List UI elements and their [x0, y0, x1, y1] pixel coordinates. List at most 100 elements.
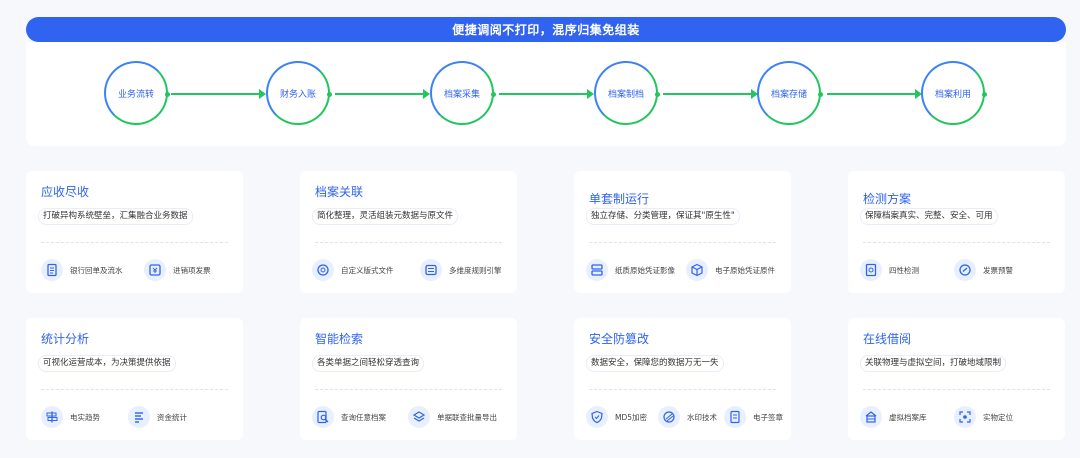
card-title: 应收尽收 — [41, 185, 90, 199]
search-file-icon — [312, 406, 334, 428]
seal-icon — [724, 406, 746, 428]
feature-item[interactable]: 电子原始凭证原件 — [686, 259, 775, 281]
flow-arrow-icon — [259, 89, 266, 99]
feature-label: 电子原始凭证原件 — [715, 265, 775, 275]
card-description: 保障档案真实、完整、安全、可用 — [860, 208, 998, 225]
step-label: 档案制档 — [607, 89, 644, 100]
inspection-icon — [860, 259, 882, 281]
flow-arrow-icon — [915, 89, 922, 99]
card-divider — [863, 242, 1050, 243]
feature-label: 银行回单及流水 — [70, 265, 123, 275]
feature-card-online-borrow[interactable]: 在线借阅 关联物理与虚拟空间，打破地域限制 虚拟档案库 实物定位 — [848, 318, 1065, 440]
banner-title: 便捷调阅不打印，混序归集免组装 — [452, 23, 640, 37]
feature-label: MD5加密 — [615, 412, 648, 422]
process-step-archive-make[interactable]: 档案制档 — [594, 61, 660, 125]
card-divider — [41, 242, 228, 243]
alert-icon — [954, 259, 976, 281]
process-step-archive-use[interactable]: 档案利用 — [921, 61, 987, 125]
card-title: 在线借阅 — [863, 332, 912, 346]
step-label: 财务入账 — [279, 89, 316, 100]
feature-item[interactable]: 银行回单及流水 — [41, 259, 123, 281]
process-step-archive-store[interactable]: 档案存储 — [757, 61, 823, 125]
locate-icon — [954, 406, 976, 428]
process-step-archive-collect[interactable]: 档案采集 — [430, 61, 496, 125]
feature-label: 纸质原始凭证影像 — [615, 265, 675, 275]
feature-label: 四性检测 — [889, 265, 919, 275]
feature-item[interactable]: 电子签章 — [724, 406, 783, 428]
feature-item[interactable]: 发票预警 — [954, 259, 1013, 281]
feature-item[interactable]: 多维度规则引擎 — [420, 259, 502, 281]
step-label: 业务流转 — [117, 89, 154, 100]
feature-item[interactable]: 进销项发票 — [144, 259, 211, 281]
flow-connector — [335, 93, 427, 95]
card-title: 档案关联 — [315, 185, 364, 199]
feature-item[interactable]: 自定义版式文件 — [312, 259, 394, 281]
feature-card-statistics[interactable]: 统计分析 可视化运营成本，为决策提供依据 电实趋势 资金统计 — [26, 318, 243, 440]
feature-item[interactable]: MD5加密 — [586, 406, 647, 428]
feature-label: 查询任意档案 — [341, 412, 386, 422]
layers-icon — [408, 406, 430, 428]
flow-connector — [663, 93, 755, 95]
card-description: 打破异构系统壁垒，汇集融合业务数据 — [38, 208, 193, 225]
feature-card-anti-tamper[interactable]: 安全防篡改 数据安全，保障您的数据万无一失 MD5加密 水印技术 电子签章 — [574, 318, 791, 440]
flow-arrow-icon — [587, 89, 594, 99]
feature-label: 水印技术 — [687, 412, 717, 422]
step-label: 档案采集 — [443, 89, 480, 100]
document-icon — [41, 259, 63, 281]
flow-connector — [171, 93, 263, 95]
shield-icon — [586, 406, 608, 428]
banner: 便捷调阅不打印，混序归集免组装 — [26, 17, 1066, 42]
process-step-business-flow[interactable]: 业务流转 — [104, 61, 170, 125]
invoice-icon — [144, 259, 166, 281]
feature-label: 发票预警 — [983, 265, 1013, 275]
flow-arrow-icon — [751, 89, 758, 99]
feature-item[interactable]: 电实趋势 — [41, 406, 100, 428]
card-description: 独立存储、分类管理，保证其"原生性" — [586, 208, 740, 225]
paper-image-icon — [586, 259, 608, 281]
feature-item[interactable]: 水印技术 — [658, 406, 717, 428]
feature-item[interactable]: 四性检测 — [860, 259, 919, 281]
feature-card-smart-search[interactable]: 智能检索 各类单据之间轻松穿透查询 查询任意档案 单据联查批量导出 — [300, 318, 517, 440]
step-label: 档案利用 — [934, 89, 971, 100]
card-divider — [589, 389, 776, 390]
card-description: 各类单据之间轻松穿透查询 — [312, 355, 425, 372]
card-title: 安全防篡改 — [589, 332, 650, 346]
process-step-finance-entry[interactable]: 财务入账 — [266, 61, 332, 125]
card-divider — [315, 242, 502, 243]
feature-card-archive-link[interactable]: 档案关联 简化整理，灵活组装元数据与原文件 自定义版式文件 多维度规则引擎 — [300, 171, 517, 293]
feature-label: 实物定位 — [983, 412, 1013, 422]
rules-engine-icon — [420, 259, 442, 281]
feature-item[interactable]: 资金统计 — [128, 406, 187, 428]
custom-format-icon — [312, 259, 334, 281]
feature-label: 电实趋势 — [70, 412, 100, 422]
statistics-icon — [128, 406, 150, 428]
feature-card-inspection[interactable]: 检测方案 保障档案真实、完整、安全、可用 四性检测 发票预警 — [848, 171, 1065, 293]
feature-card-collect-all[interactable]: 应收尽收 打破异构系统壁垒，汇集融合业务数据 银行回单及流水 进销项发票 — [26, 171, 243, 293]
feature-label: 资金统计 — [157, 412, 187, 422]
feature-item[interactable]: 虚拟档案库 — [860, 406, 927, 428]
archive-icon — [860, 406, 882, 428]
flow-arrow-icon — [423, 89, 430, 99]
signpost-icon — [41, 406, 63, 428]
card-description: 关联物理与虚拟空间，打破地域限制 — [860, 355, 1007, 372]
feature-item[interactable]: 纸质原始凭证影像 — [586, 259, 675, 281]
card-description: 数据安全，保障您的数据万无一失 — [586, 355, 724, 372]
card-title: 统计分析 — [41, 332, 90, 346]
flow-connector — [827, 93, 919, 95]
feature-label: 虚拟档案库 — [889, 412, 927, 422]
feature-label: 进销项发票 — [173, 265, 211, 275]
card-title: 单套制运行 — [589, 192, 650, 206]
card-description: 简化整理，灵活组装元数据与原文件 — [312, 208, 459, 225]
card-divider — [589, 242, 776, 243]
feature-item[interactable]: 单据联查批量导出 — [408, 406, 497, 428]
card-title: 智能检索 — [315, 332, 364, 346]
card-title: 检测方案 — [863, 192, 912, 206]
feature-label: 单据联查批量导出 — [437, 412, 497, 422]
feature-item[interactable]: 实物定位 — [954, 406, 1013, 428]
flow-connector — [499, 93, 591, 95]
card-divider — [863, 389, 1050, 390]
feature-label: 电子签章 — [753, 412, 783, 422]
feature-card-single-set[interactable]: 单套制运行 独立存储、分类管理，保证其"原生性" 纸质原始凭证影像 电子原始凭证… — [574, 171, 791, 293]
feature-item[interactable]: 查询任意档案 — [312, 406, 386, 428]
cube-icon — [686, 259, 708, 281]
